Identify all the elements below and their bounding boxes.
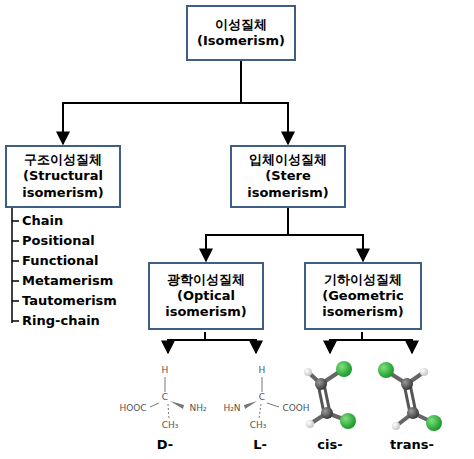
d-wedge	[170, 401, 184, 409]
atom-label: C	[259, 393, 265, 403]
subcategory-box: 기하이성질체(Geometric isomerism)	[304, 262, 422, 330]
english-term: (Structural isomerism)	[15, 168, 111, 201]
tree-arrow	[241, 61, 288, 144]
korean-heading: 기하이성질체	[314, 272, 412, 288]
english-term: (Isomerism)	[196, 33, 286, 49]
group-label: HOOC	[119, 404, 146, 414]
isomer-name: D-	[157, 438, 173, 452]
group-label: CH₃	[250, 421, 267, 431]
subcategory-box: 광학이성질체(Optical isomerism)	[148, 262, 264, 330]
list-item: Positional	[22, 234, 95, 248]
root-box: 이성질체(Isomerism)	[186, 5, 296, 61]
group-label: COOH	[282, 404, 309, 414]
group-label: CH₃	[162, 421, 179, 431]
english-term: (Geometric isomerism)	[314, 288, 412, 321]
tree-arrow	[288, 208, 363, 261]
l-wedge	[244, 401, 257, 409]
list-item: Tautomerism	[22, 294, 117, 308]
tree-arrow	[206, 208, 288, 261]
cis-molecule	[304, 361, 356, 429]
list-item: Functional	[22, 254, 99, 268]
english-term: (Optical isomerism)	[158, 288, 254, 321]
list-item: Chain	[22, 214, 63, 228]
group-label: NH₂	[189, 404, 206, 414]
category-box: 구조이성질체(Structural isomerism)	[5, 145, 121, 208]
tree-arrow	[63, 61, 241, 144]
trans-molecule	[378, 362, 442, 431]
korean-heading: 입체이성질체	[240, 152, 336, 168]
isomer-name: cis-	[317, 438, 342, 452]
l-molecule-bonds	[259, 377, 279, 419]
list-bracket	[12, 208, 19, 323]
isomer-name: trans-	[390, 438, 434, 452]
category-box: 입체이성질체(Stere isomerism)	[230, 145, 346, 208]
group-label: H₂N	[223, 404, 240, 414]
branch-arrows	[168, 332, 412, 353]
list-item: Ring-chain	[22, 314, 100, 328]
atom-label: C	[162, 393, 168, 403]
atom-label: H	[162, 366, 169, 376]
list-item: Metamerism	[22, 274, 113, 288]
korean-heading: 구조이성질체	[15, 152, 111, 168]
english-term: (Stere isomerism)	[240, 168, 336, 201]
isomer-name: L-	[253, 438, 267, 452]
atom-label: H	[259, 366, 266, 376]
korean-heading: 이성질체	[196, 17, 286, 33]
d-molecule-bonds	[150, 377, 169, 419]
korean-heading: 광학이성질체	[158, 272, 254, 288]
